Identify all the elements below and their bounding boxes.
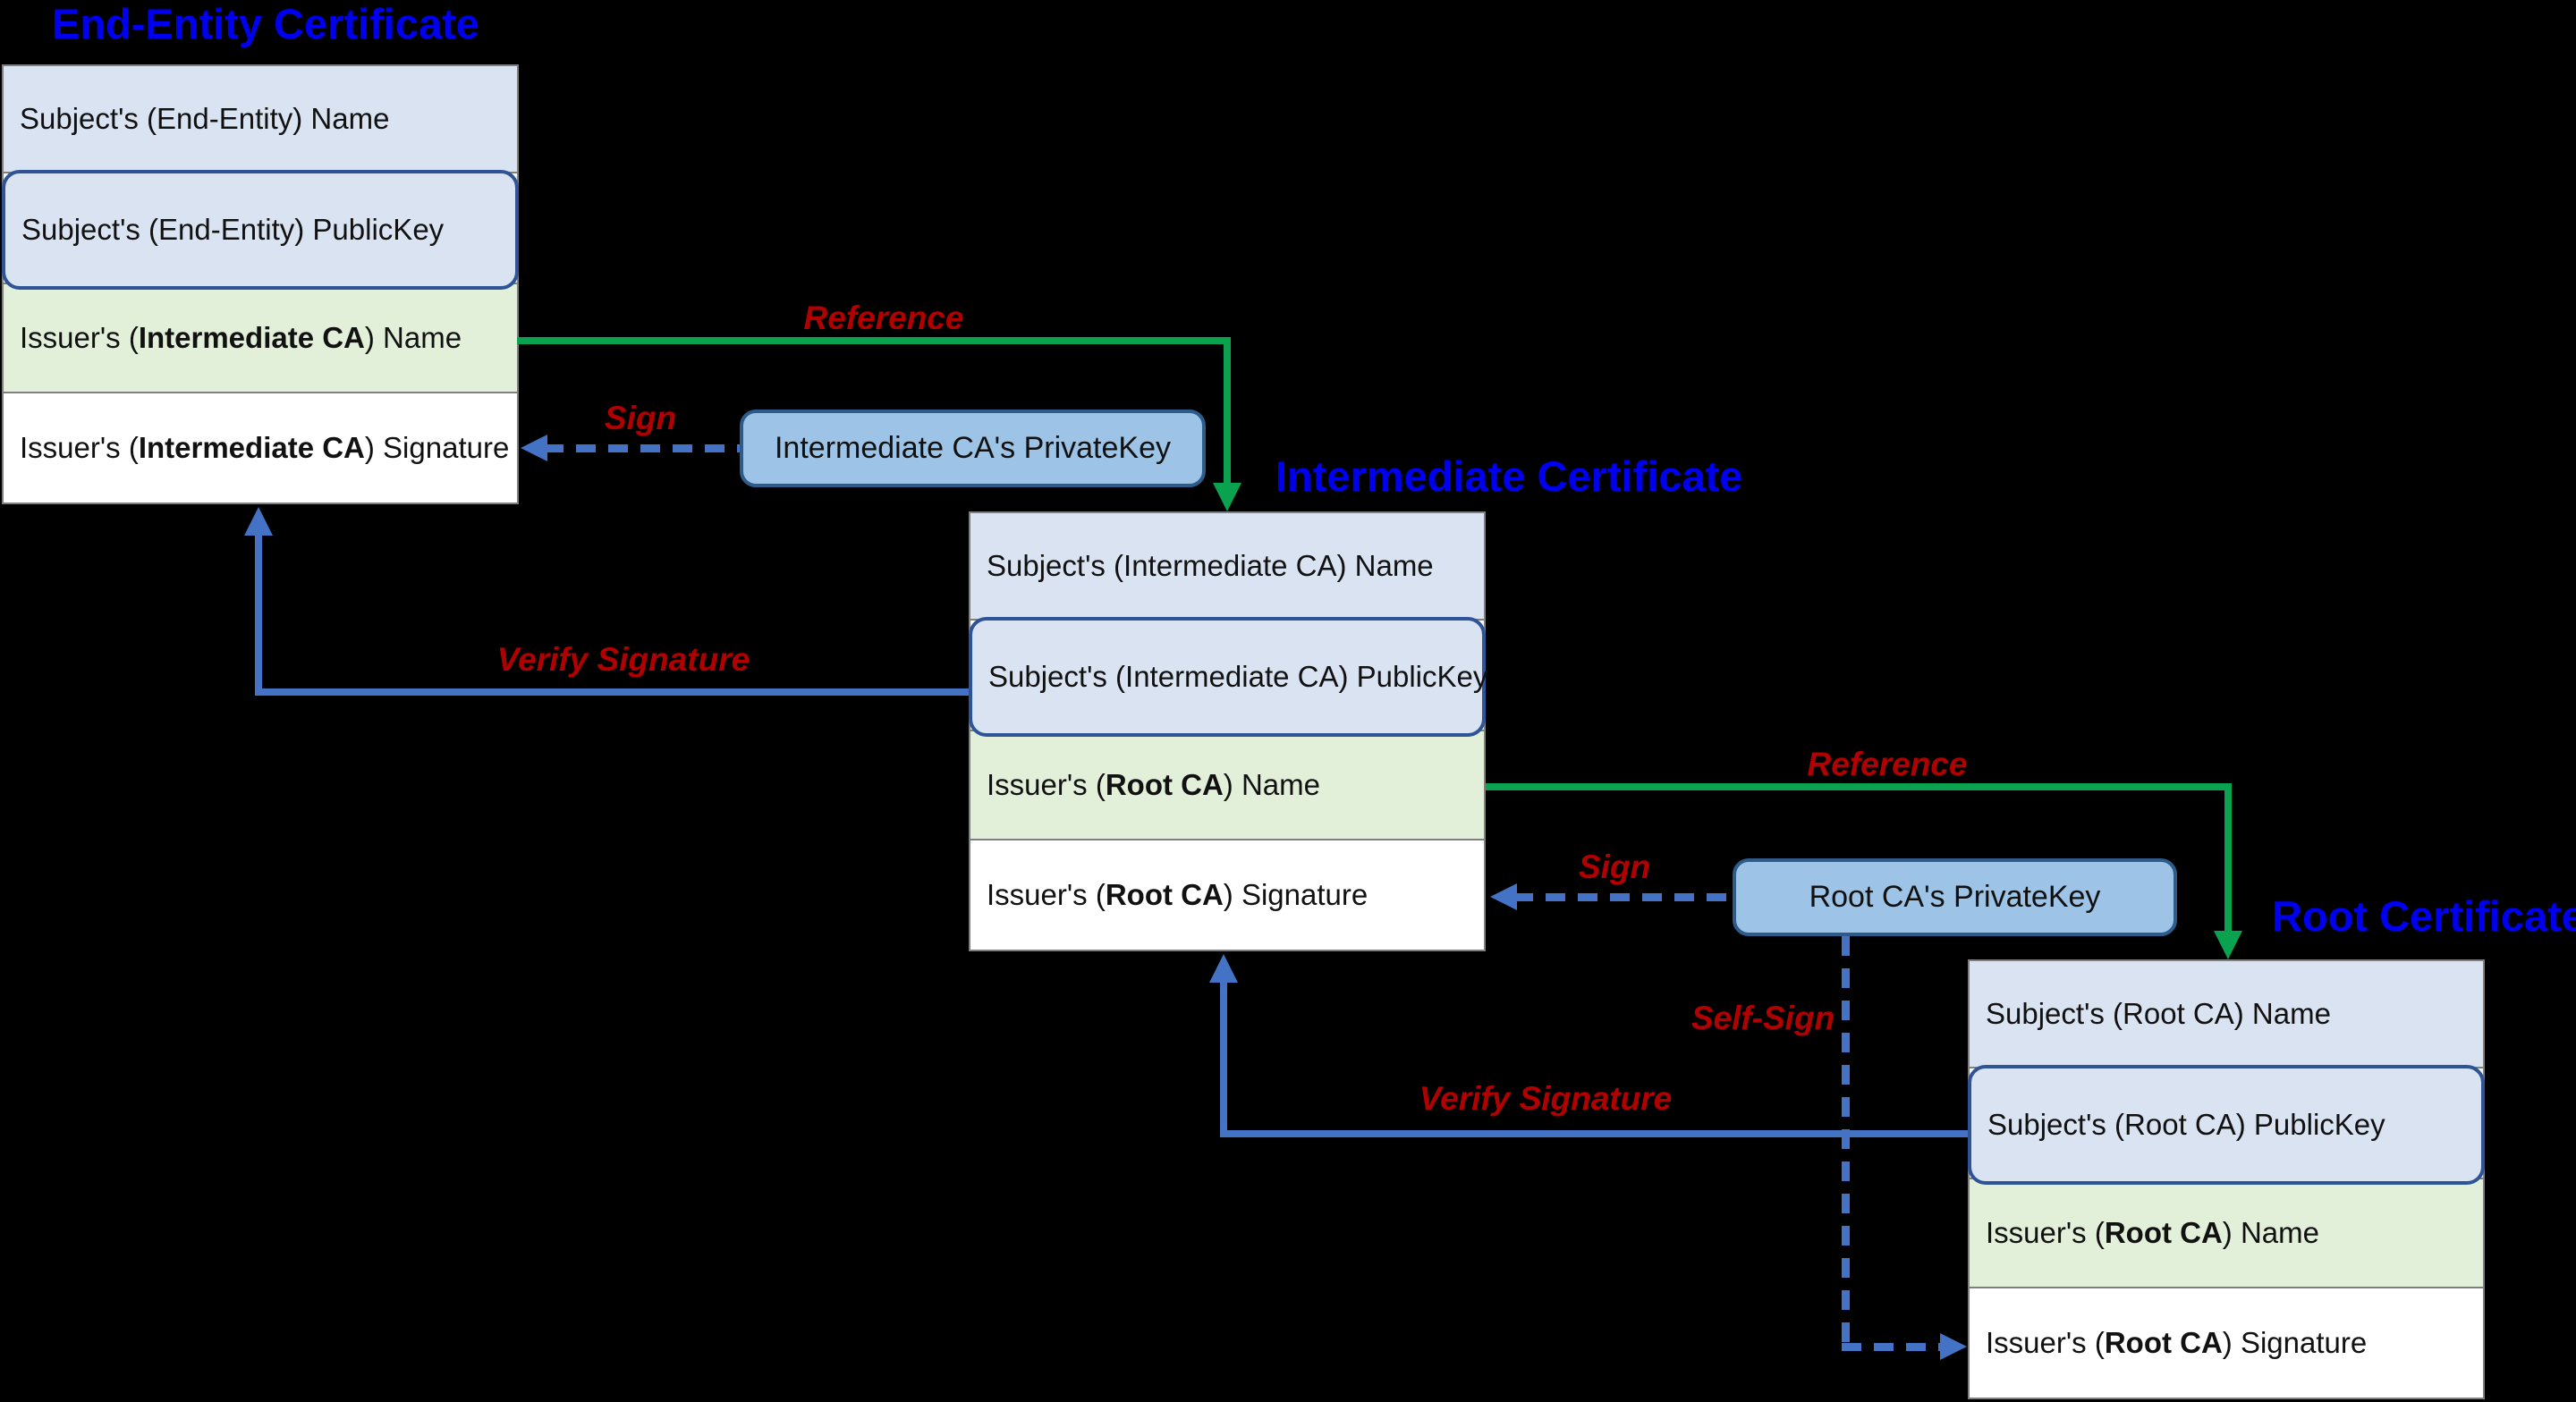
intermediate-issuer-name-row: Issuer's (Root CA) Name <box>970 731 1484 840</box>
row-text: Subject's (Root CA) Name <box>1986 997 2331 1030</box>
self-sign-arrow-arrowhead-icon <box>1940 1333 1967 1360</box>
row-text: Issuer's ( <box>987 768 1106 801</box>
root-certificate-title: Root Certificate <box>2272 892 2576 940</box>
end-entity-subject-publickey-row: Subject's (End-Entity) PublicKey <box>2 170 519 290</box>
verify-arrow-1-vertical <box>255 531 262 696</box>
row-text: Subject's (End-Entity) PublicKey <box>21 213 445 246</box>
row-text: ) Signature <box>364 431 510 464</box>
sign-arrow-2-arrowhead-icon <box>1490 883 1517 910</box>
privatekey-label: Root CA's PrivateKey <box>1809 880 2101 914</box>
reference-arrow-1-arrowhead-icon <box>1213 483 1241 511</box>
root-issuer-signature-row: Issuer's (Root CA) Signature <box>1970 1288 2483 1398</box>
root-certificate-box: Subject's (Root CA) Name Subject's (Root… <box>1968 959 2485 1399</box>
row-text-bold: Root CA <box>1105 768 1224 801</box>
self-sign-arrow-vertical-dashed <box>1842 936 1850 1347</box>
sign-label-2: Sign <box>1578 849 1651 885</box>
row-text: Issuer's ( <box>20 321 139 354</box>
verify-signature-label-1: Verify Signature <box>496 641 750 678</box>
row-text: Subject's (End-Entity) Name <box>20 102 390 135</box>
reference-arrow-2-arrowhead-icon <box>2214 931 2242 959</box>
intermediate-certificate-title: Intermediate Certificate <box>1275 452 1743 500</box>
row-text: Issuer's ( <box>1986 1216 2105 1249</box>
sign-arrow-2-dashed <box>1513 893 1733 901</box>
reference-arrow-1-vertical <box>1224 337 1231 487</box>
verify-signature-label-2: Verify Signature <box>1419 1080 1673 1117</box>
intermediate-subject-publickey-row: Subject's (Intermediate CA) PublicKey <box>969 617 1488 737</box>
row-text-bold: Root CA <box>2104 1216 2223 1249</box>
intermediate-ca-privatekey-box: Intermediate CA's PrivateKey <box>740 410 1206 487</box>
row-text: ) Signature <box>1223 878 1368 911</box>
reference-arrow-1-horizontal <box>517 337 1231 344</box>
reference-label-2: Reference <box>1807 746 1968 782</box>
root-issuer-name-row: Issuer's (Root CA) Name <box>1970 1179 2483 1288</box>
end-entity-subject-name-row: Subject's (End-Entity) Name <box>4 66 517 173</box>
row-text-bold: Root CA <box>2104 1326 2223 1359</box>
row-text: Issuer's ( <box>20 431 139 464</box>
verify-arrow-1-horizontal <box>255 688 969 696</box>
row-text-bold: Intermediate CA <box>138 431 365 464</box>
intermediate-subject-name-row: Subject's (Intermediate CA) Name <box>970 513 1484 621</box>
end-entity-issuer-name-row: Issuer's (Intermediate CA) Name <box>4 284 517 393</box>
verify-arrow-1-arrowhead-icon <box>244 507 273 536</box>
root-subject-publickey-row: Subject's (Root CA) PublicKey <box>1968 1065 2485 1185</box>
verify-arrow-2-vertical <box>1220 978 1227 1137</box>
intermediate-certificate-box: Subject's (Intermediate CA) Name Subject… <box>969 511 1488 951</box>
row-text: Subject's (Intermediate CA) PublicKey <box>988 660 1488 693</box>
sign-arrow-1-dashed <box>544 444 740 452</box>
reference-label-1: Reference <box>803 300 964 336</box>
reference-arrow-2-horizontal <box>1486 783 2232 790</box>
sign-label-1: Sign <box>604 400 677 436</box>
row-text: ) Name <box>1223 768 1320 801</box>
self-sign-label: Self-Sign <box>1690 1000 1835 1036</box>
verify-arrow-2-arrowhead-icon <box>1209 954 1238 983</box>
row-text-bold: Intermediate CA <box>138 321 365 354</box>
row-text: ) Signature <box>2222 1326 2368 1359</box>
row-text-bold: Root CA <box>1105 878 1224 911</box>
root-subject-name-row: Subject's (Root CA) Name <box>1970 961 2483 1068</box>
row-text: ) Name <box>364 321 462 354</box>
privatekey-label: Intermediate CA's PrivateKey <box>774 431 1171 465</box>
end-entity-certificate-title: End-Entity Certificate <box>52 0 479 47</box>
row-text: Subject's (Intermediate CA) Name <box>987 549 1434 582</box>
verify-arrow-2-horizontal <box>1220 1130 1968 1137</box>
row-text: Issuer's ( <box>987 878 1106 911</box>
row-text: ) Name <box>2222 1216 2319 1249</box>
root-ca-privatekey-box: Root CA's PrivateKey <box>1733 858 2177 936</box>
sign-arrow-1-arrowhead-icon <box>521 435 547 461</box>
row-text: Subject's (Root CA) PublicKey <box>1987 1108 2385 1141</box>
self-sign-arrow-horizontal-dashed <box>1842 1343 1943 1351</box>
reference-arrow-2-vertical <box>2224 783 2232 935</box>
end-entity-issuer-signature-row: Issuer's (Intermediate CA) Signature <box>4 393 517 503</box>
row-text: Issuer's ( <box>1986 1326 2105 1359</box>
intermediate-issuer-signature-row: Issuer's (Root CA) Signature <box>970 840 1484 950</box>
end-entity-certificate-box: Subject's (End-Entity) Name Subject's (E… <box>2 64 519 504</box>
